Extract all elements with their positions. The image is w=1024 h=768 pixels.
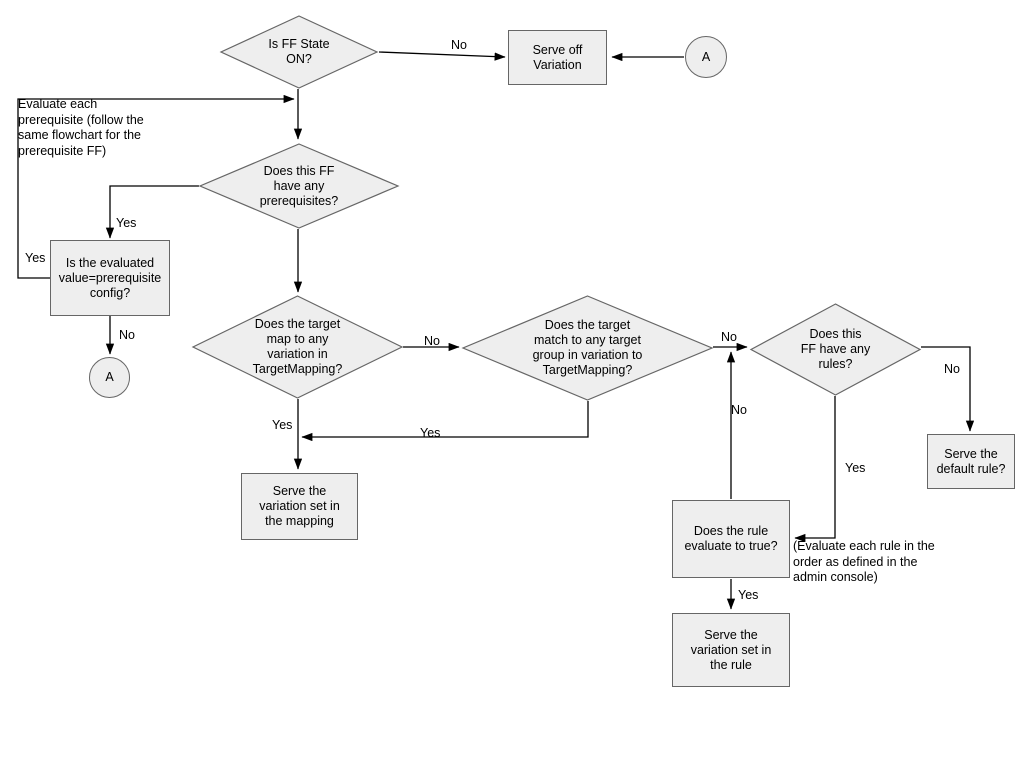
node-label: Does this FF have any rules? bbox=[800, 327, 871, 371]
node-rule-evaluates-true[interactable]: Does the rule evaluate to true? bbox=[672, 500, 790, 578]
node-connector-a-bottom[interactable]: A bbox=[89, 357, 130, 398]
edge-targetgroup-yes-to-serve-mapping bbox=[301, 401, 589, 442]
edge-prereqs-yes-to-evaluated bbox=[105, 185, 199, 239]
node-label: A bbox=[701, 49, 711, 64]
edge-label-targetmap-yes: Yes bbox=[272, 418, 293, 432]
node-label: Does the rule evaluate to true? bbox=[684, 524, 778, 553]
node-serve-mapping-variation[interactable]: Serve the variation set in the mapping bbox=[241, 473, 358, 540]
node-is-ff-state-on[interactable]: Is FF State ON? bbox=[219, 15, 379, 89]
node-connector-a-top[interactable]: A bbox=[685, 36, 727, 78]
edge-ffstate-no-to-serveoff bbox=[378, 51, 506, 61]
node-label: Does the target map to any variation in … bbox=[252, 317, 343, 376]
edge-hasrules-no-to-default bbox=[921, 346, 975, 432]
edge-hasrules-yes-to-rule bbox=[794, 396, 836, 543]
node-target-match-group[interactable]: Does the target match to any target grou… bbox=[461, 295, 714, 401]
node-label: Is the evaluated value=prerequisite conf… bbox=[58, 255, 162, 300]
note-rule-order: (Evaluate each rule in the order as defi… bbox=[793, 539, 935, 584]
edge-label-targetgroup-yes: Yes bbox=[420, 426, 441, 440]
node-label: Serve the variation set in the mapping bbox=[259, 484, 340, 528]
node-serve-default-rule[interactable]: Serve the default rule? bbox=[927, 434, 1015, 489]
node-label: Serve the variation set in the rule bbox=[690, 627, 772, 672]
edge-label-rule-true-yes: Yes bbox=[738, 588, 759, 602]
edge-label-targetgroup-no: No bbox=[721, 330, 737, 344]
edge-label-prereqs-yes: Yes bbox=[116, 216, 137, 230]
edge-label-hasrules-no: No bbox=[944, 362, 960, 376]
note-prerequisite-evaluation: Evaluate each prerequisite (follow the s… bbox=[18, 97, 144, 158]
edge-label-rule-false-no: No bbox=[731, 403, 747, 417]
edge-label-ffstate-no: No bbox=[451, 38, 467, 52]
edge-label-hasrules-yes: Yes bbox=[845, 461, 866, 475]
node-has-rules[interactable]: Does this FF have any rules? bbox=[749, 303, 922, 396]
node-label: Does the target match to any target grou… bbox=[532, 318, 643, 377]
node-serve-rule-variation[interactable]: Serve the variation set in the rule bbox=[672, 613, 790, 687]
edge-label-evaluated-no: No bbox=[119, 328, 135, 342]
node-label: Serve the default rule? bbox=[936, 446, 1006, 476]
node-label: Does this FF have any prerequisites? bbox=[259, 163, 339, 208]
node-has-prerequisites[interactable]: Does this FF have any prerequisites? bbox=[198, 143, 400, 229]
node-label: Is FF State ON? bbox=[268, 37, 330, 66]
node-serve-off-variation[interactable]: Serve off Variation bbox=[508, 30, 607, 85]
node-label: A bbox=[105, 370, 114, 384]
edge-label-targetmap-no: No bbox=[424, 334, 440, 348]
node-label: Serve off Variation bbox=[532, 42, 583, 72]
node-evaluated-value-equals-prereq-config[interactable]: Is the evaluated value=prerequisite conf… bbox=[50, 240, 170, 316]
node-target-map-to-variation[interactable]: Does the target map to any variation in … bbox=[191, 295, 404, 399]
edge-label-evaluated-yes: Yes bbox=[25, 251, 46, 265]
